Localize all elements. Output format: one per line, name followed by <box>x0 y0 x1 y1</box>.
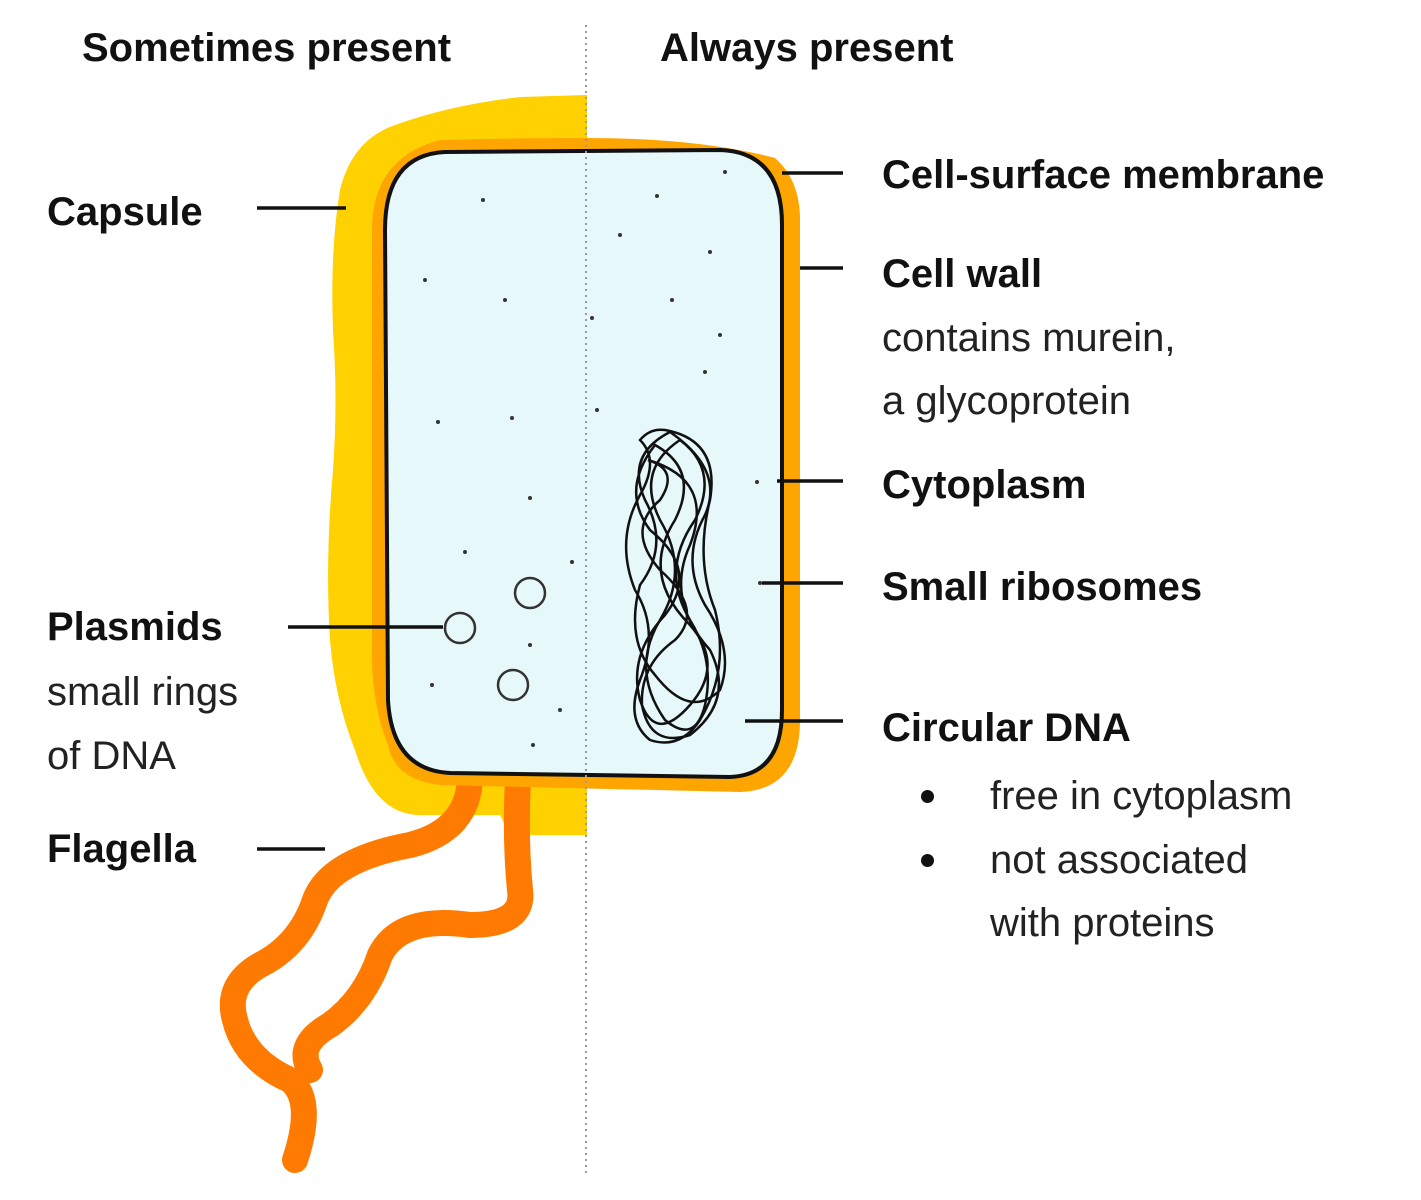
flagellum-1 <box>219 762 483 1173</box>
plasmids-desc-line-1: small rings <box>47 670 239 714</box>
cell-wall-desc-line-1: contains murein, <box>882 316 1176 360</box>
circular-dna-shape <box>624 428 727 744</box>
label-circular-dna: Circular DNA <box>882 706 1131 750</box>
bullet-dot <box>921 854 934 867</box>
cell-wall-desc-line-2: a glycoprotein <box>882 379 1132 423</box>
leader-lines <box>257 171 843 851</box>
label-small-ribosomes: Small ribosomes <box>882 565 1203 609</box>
cytoplasm-shape <box>382 147 784 780</box>
label-cytoplasm: Cytoplasm <box>882 463 1087 507</box>
ribosome-dots <box>423 170 762 747</box>
dna-bullet-2: not associated <box>990 838 1248 882</box>
label-cell-surface-membrane: Cell-surface membrane <box>882 153 1325 197</box>
plasmids-shapes <box>443 576 547 702</box>
label-capsule: Capsule <box>47 190 203 234</box>
plasmids-desc-line-2: of DNA <box>47 734 176 778</box>
dna-bullet-2-continued: with proteins <box>990 901 1215 945</box>
heading-always-present: Always present <box>660 26 954 70</box>
label-cell-wall: Cell wall <box>882 252 1043 296</box>
dna-bullet-1: free in cytoplasm <box>990 774 1293 818</box>
label-flagella: Flagella <box>47 827 196 871</box>
heading-sometimes-present: Sometimes present <box>82 26 452 70</box>
label-plasmids: Plasmids <box>47 605 223 649</box>
flagellum-2 <box>292 765 534 1083</box>
bullet-dot <box>921 790 934 803</box>
